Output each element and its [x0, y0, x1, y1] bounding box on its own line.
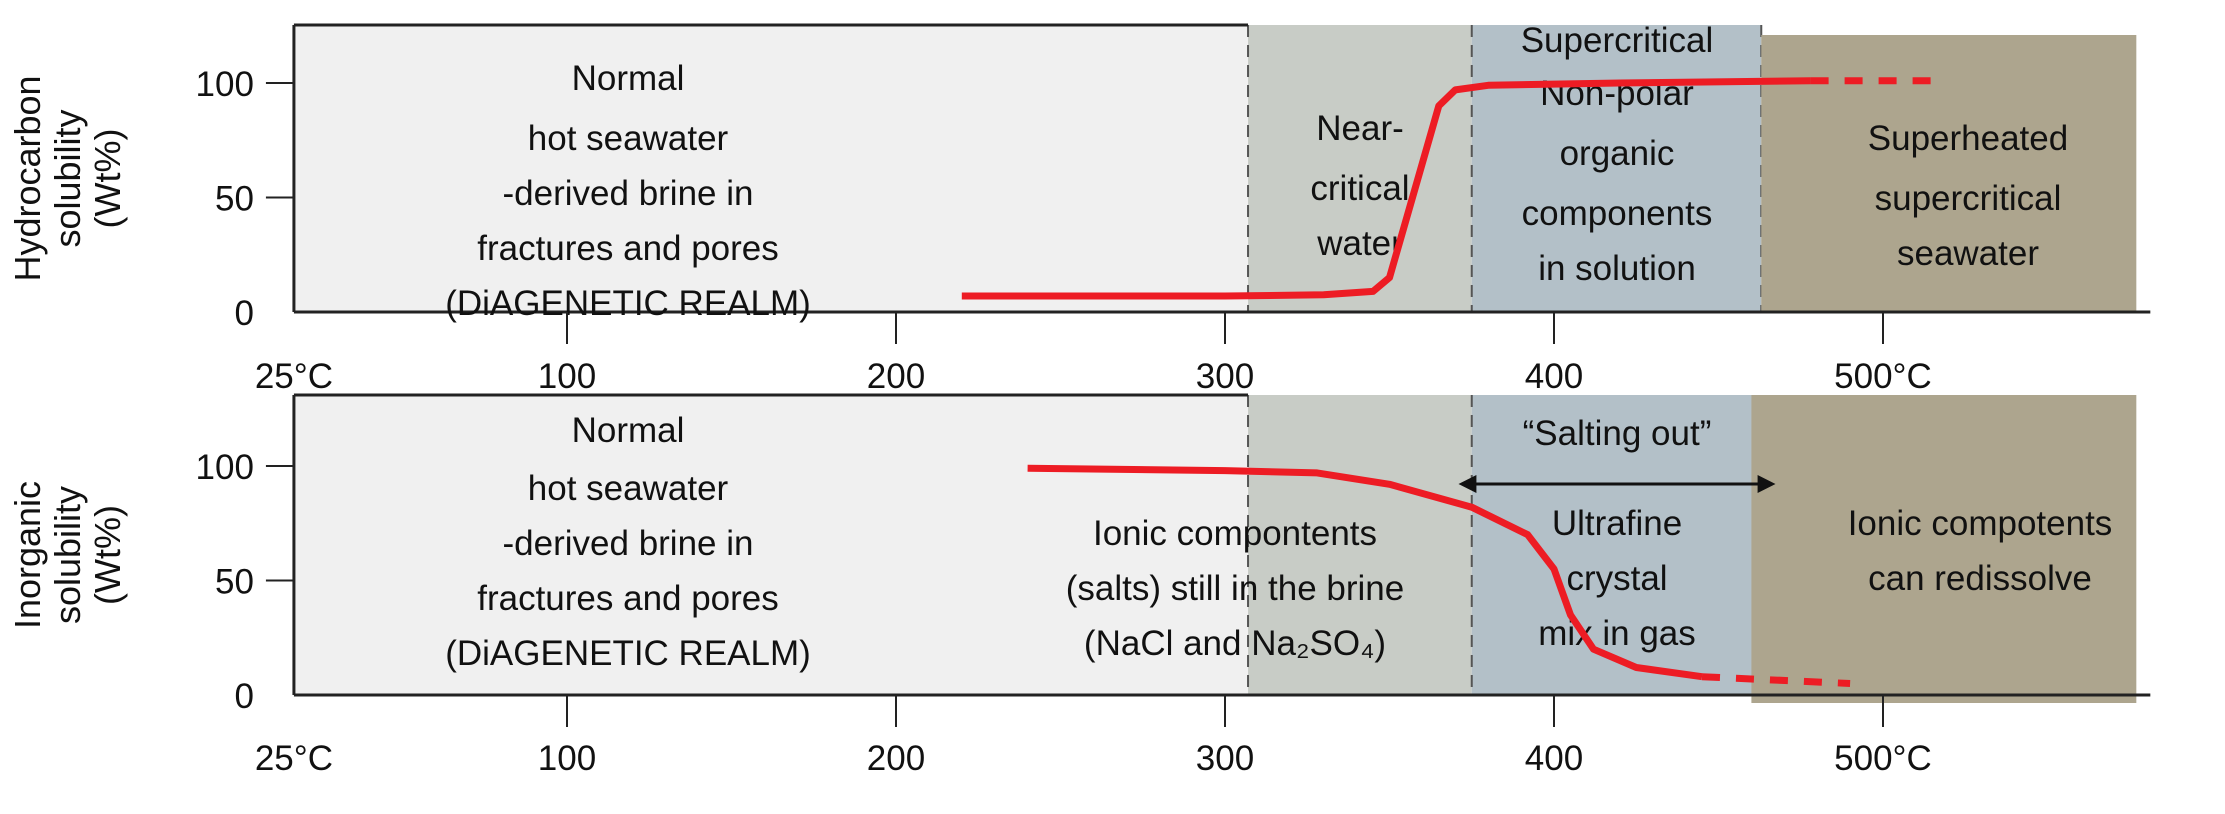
- region-near-critical: [1248, 395, 1472, 695]
- y-tick-label: 50: [215, 563, 254, 602]
- region-label: Near-: [1316, 109, 1404, 148]
- series-line-solid: [961, 77, 1811, 300]
- region-label: fractures and pores: [477, 579, 779, 618]
- x-tick-label: 300: [1196, 357, 1254, 396]
- region-label: crystal: [1566, 559, 1667, 598]
- region-label: Superheated: [1868, 119, 2068, 158]
- x-tick-label: 300: [1196, 739, 1254, 778]
- y-axis-label: (Wt%): [87, 129, 128, 229]
- x-tick-label: 400: [1525, 739, 1583, 778]
- region-label: (DiAGENETIC REALM): [445, 284, 811, 323]
- region-label: mix in gas: [1538, 614, 1696, 653]
- series-line-extrapolated: [1701, 673, 1851, 687]
- y-tick-label: 0: [234, 677, 253, 716]
- y-tick-label: 50: [215, 180, 254, 219]
- region-header: “Salting out”: [1523, 414, 1712, 453]
- region-label: can redissolve: [1868, 559, 2092, 598]
- region-label: hot seawater: [528, 119, 729, 158]
- region-label: supercritical: [1875, 179, 2062, 218]
- x-tick-label: 500°C: [1834, 739, 1932, 778]
- region-supercritical: [1471, 25, 1762, 312]
- y-tick-label: 100: [196, 65, 254, 104]
- y-axis-label: solubility: [47, 109, 88, 247]
- y-axis-label: solubility: [47, 486, 88, 624]
- region-label: Ionic compotents: [1848, 504, 2113, 543]
- x-tick-label: 100: [538, 739, 596, 778]
- region-label: water: [1316, 224, 1403, 263]
- series-line-solid: [1027, 464, 1703, 681]
- region-label: components: [1522, 194, 1713, 233]
- region-label: Normal: [572, 59, 685, 98]
- y-axis-label: (Wt%): [87, 505, 128, 605]
- y-axis-label: Inorganic: [7, 481, 48, 629]
- region-near-critical: [1248, 25, 1472, 312]
- x-tick-label: 25°C: [255, 357, 333, 396]
- region-label: organic: [1560, 134, 1675, 173]
- x-tick-label: 200: [867, 357, 925, 396]
- panel-bottom: Normal hot seawater -derived brine in fract…: [7, 393, 2151, 778]
- region-label: fractures and pores: [477, 229, 779, 268]
- region-label: critical: [1310, 169, 1409, 208]
- region-label: Ionic compontents: [1093, 514, 1377, 553]
- x-tick-label: 500°C: [1834, 357, 1932, 396]
- region-diagenetic: [293, 395, 1249, 695]
- region-label: seawater: [1897, 234, 2039, 273]
- region-label: hot seawater: [528, 469, 729, 508]
- x-tick-label: 400: [1525, 357, 1583, 396]
- region-label: in solution: [1538, 249, 1696, 288]
- region-header: Supercritical: [1521, 21, 1714, 60]
- x-tick-label: 25°C: [255, 739, 333, 778]
- region-label: (DiAGENETIC REALM): [445, 634, 811, 673]
- y-axis-label: Hydrocarbon: [7, 75, 48, 281]
- region-label: -derived brine in: [503, 174, 754, 213]
- panel-top: Normal hot seawater -derived brine in fract…: [7, 21, 2151, 396]
- y-tick-label: 100: [196, 448, 254, 487]
- y-tick-label: 0: [234, 294, 253, 333]
- region-label: (NaCl and Na₂SO₄): [1084, 624, 1386, 663]
- region-label: -derived brine in: [503, 524, 754, 563]
- region-superheated: [1751, 395, 2137, 703]
- x-tick-label: 200: [867, 739, 925, 778]
- region-label: (salts) still in the brine: [1066, 569, 1404, 608]
- x-tick-label: 100: [538, 357, 596, 396]
- region-label: Ultrafine: [1552, 504, 1682, 543]
- region-diagenetic: [293, 25, 1249, 312]
- region-supercritical: [1471, 395, 1762, 695]
- region-label: Normal: [572, 411, 685, 450]
